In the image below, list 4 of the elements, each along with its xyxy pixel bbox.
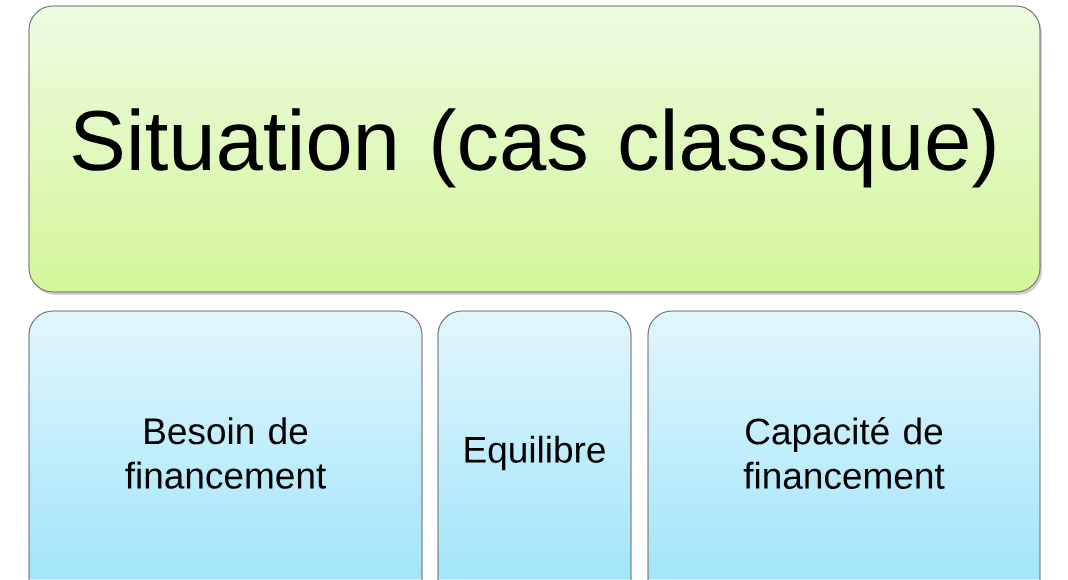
process-box: Besoin de financement — [28, 310, 423, 580]
process-box: Equilibre — [437, 310, 632, 580]
process-box: Capacité de financement — [647, 310, 1041, 580]
heading-box: Situation (cas classique) — [28, 5, 1042, 295]
